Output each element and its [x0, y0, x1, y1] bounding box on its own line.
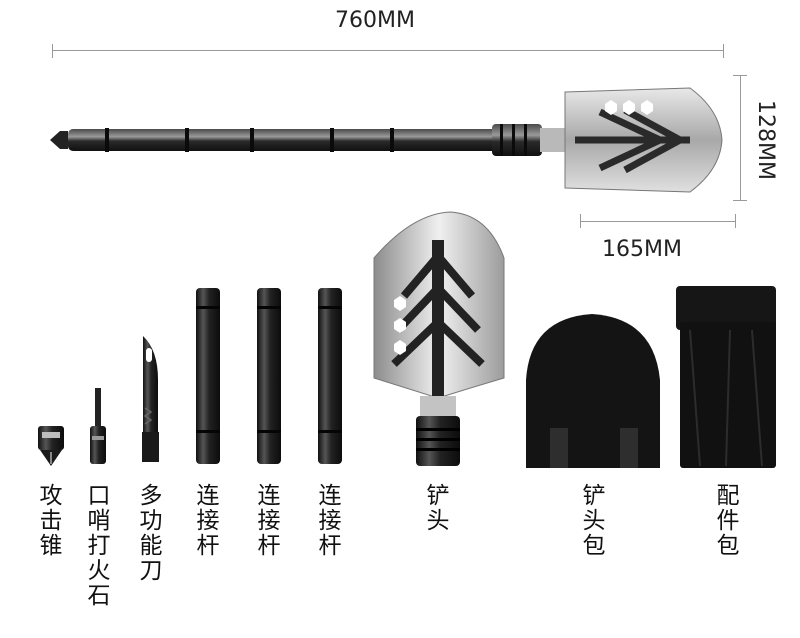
whistle-firestarter-part	[90, 388, 106, 464]
label-multifunction-knife: 多功能刀	[139, 483, 163, 584]
connecting-rod-2	[257, 288, 281, 464]
assembled-collar	[492, 124, 542, 156]
blade-width-dimension-label: 165MM	[602, 237, 682, 262]
height-dimension-line	[740, 75, 741, 201]
attack-cone-tip	[50, 131, 68, 149]
width-tick-right	[735, 214, 736, 228]
label-attack-cone: 攻击锥	[39, 483, 63, 559]
assembled-shovel	[50, 87, 723, 193]
length-dimension-line	[52, 50, 724, 51]
label-shovel-head-pouch: 铲头包	[582, 483, 606, 559]
length-tick-right	[723, 44, 724, 58]
connecting-rod-1	[196, 288, 220, 464]
multifunction-knife-part	[142, 336, 159, 462]
accessory-pouch	[676, 286, 776, 468]
label-accessory-pouch: 配件包	[716, 483, 740, 559]
length-tick-left	[52, 44, 53, 58]
shovel-head-pouch	[526, 314, 660, 468]
width-dimension-line	[580, 221, 736, 222]
length-dimension-label: 760MM	[335, 8, 415, 33]
label-whistle-firestarter: 口哨打火石	[87, 483, 111, 609]
connecting-rod-3	[318, 288, 342, 464]
label-shovel-head: 铲头	[426, 483, 450, 534]
width-tick-left	[580, 214, 581, 228]
height-tick-top	[733, 75, 747, 76]
label-connecting-rod-3: 连接杆	[318, 483, 342, 559]
label-connecting-rod-2: 连接杆	[257, 483, 281, 559]
attack-cone-part	[38, 426, 64, 466]
assembled-handle	[68, 129, 498, 151]
shovel-head-part	[373, 211, 505, 466]
label-connecting-rod-1: 连接杆	[196, 483, 220, 559]
height-tick-bottom	[733, 200, 747, 201]
